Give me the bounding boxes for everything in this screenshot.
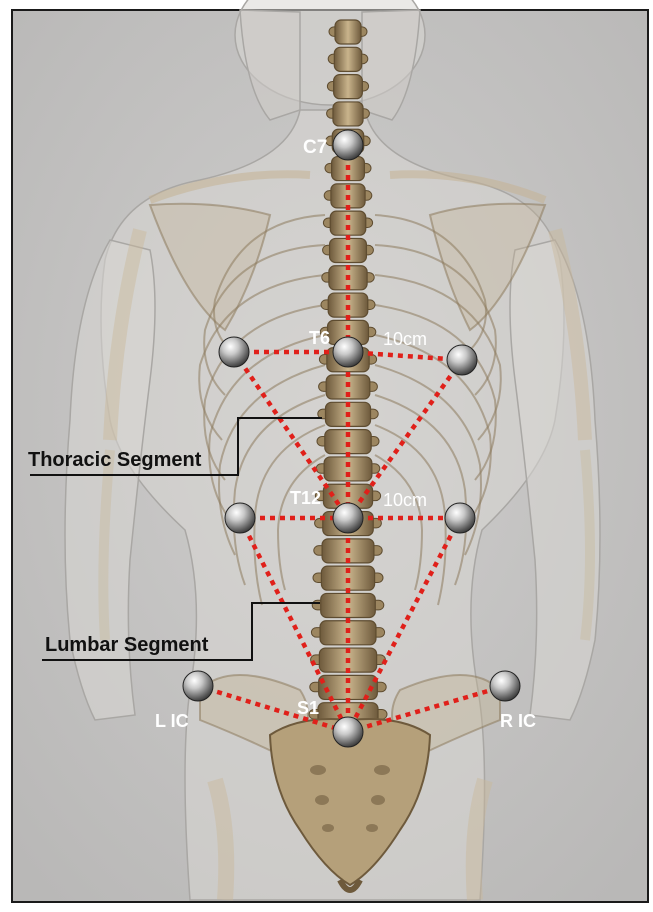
vertebra bbox=[316, 457, 380, 481]
label-t12: T12 bbox=[290, 488, 321, 508]
marker-ball-s1 bbox=[333, 717, 363, 747]
marker-ball-t6-right bbox=[447, 345, 477, 375]
marker-ball-right-ic bbox=[490, 671, 520, 701]
label-s1: S1 bbox=[297, 698, 319, 718]
vertebra bbox=[323, 211, 372, 235]
label-left-ic: L IC bbox=[155, 711, 189, 731]
marker-ball-left-ic bbox=[183, 671, 213, 701]
label-c7: C7 bbox=[303, 137, 327, 158]
marker-ball-t12-left bbox=[225, 503, 255, 533]
label-t12-distance: 10cm bbox=[383, 490, 427, 510]
label-thoracic-segment: Thoracic Segment bbox=[28, 449, 202, 471]
vertebra bbox=[327, 75, 368, 99]
marker-ball-t6 bbox=[333, 337, 363, 367]
label-right-ic: R IC bbox=[500, 711, 536, 731]
marker-ball-t12 bbox=[333, 503, 363, 533]
label-t6: T6 bbox=[309, 328, 330, 348]
marker-ball-c7 bbox=[333, 130, 363, 160]
label-t6-distance: 10cm bbox=[383, 329, 427, 349]
vertebra bbox=[312, 593, 384, 617]
label-lumbar-segment: Lumbar Segment bbox=[45, 634, 209, 656]
vertebra bbox=[327, 102, 370, 126]
marker-ball-t12-right bbox=[445, 503, 475, 533]
marker-ball-t6-left bbox=[219, 337, 249, 367]
